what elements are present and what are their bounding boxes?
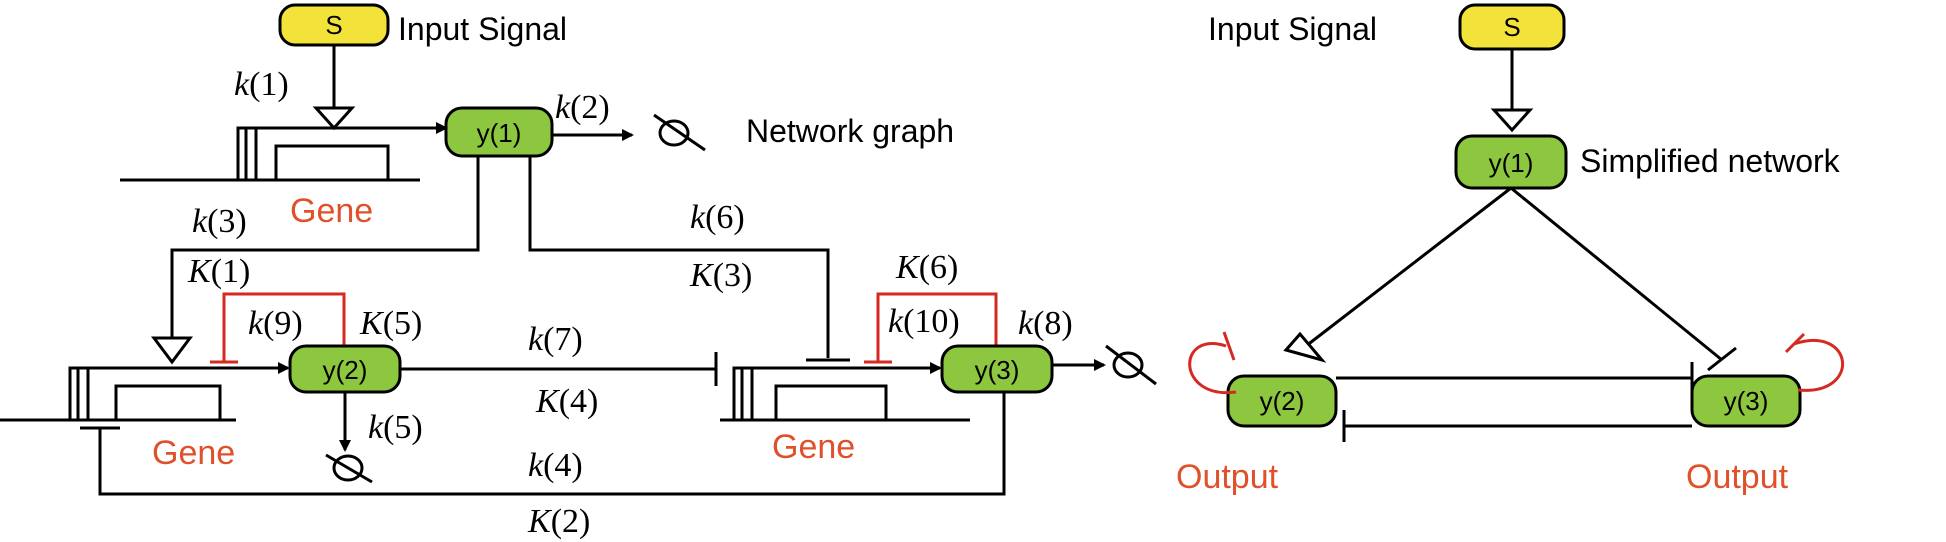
param-K4: K(4) [535, 383, 598, 420]
degradation-icon [1105, 344, 1157, 386]
param-K3: K(3) [689, 257, 752, 294]
self-repression-y3 [876, 292, 998, 362]
param-K5: K(5) [359, 305, 422, 342]
node-y2-label: y(2) [323, 355, 368, 385]
output-label-y2: Output [1176, 458, 1279, 496]
node-y3: y(3) [940, 344, 1054, 394]
input-signal-node-right: S [1458, 3, 1566, 51]
degradation-icon [325, 453, 373, 484]
output-label-y3: Output [1686, 458, 1789, 496]
input-signal-caption: Input Signal [398, 11, 567, 47]
edge-y1-to-gene3 [528, 156, 830, 358]
node-y2: y(2) [288, 344, 402, 394]
param-k4: k(4) [528, 447, 583, 484]
param-k8: k(8) [1018, 305, 1073, 342]
node-y3-right: y(3) [1690, 374, 1802, 428]
self-repression-loop-y3 [1793, 339, 1845, 392]
right-panel: Input Signal S y(1) Simplified network y… [1176, 3, 1845, 496]
param-K2: K(2) [527, 503, 590, 540]
node-y2-right-label: y(2) [1260, 386, 1305, 416]
self-repression-y2 [222, 292, 346, 362]
param-K1: K(1) [187, 253, 250, 290]
param-k5: k(5) [368, 409, 423, 446]
network-graph-caption: Network graph [746, 113, 954, 149]
param-k9: k(9) [248, 305, 303, 342]
gene-3 [720, 362, 970, 422]
input-signal-caption-right: Input Signal [1208, 11, 1377, 47]
edge-y1-to-gene2 [170, 156, 480, 338]
param-k1: k(1) [234, 66, 289, 103]
left-panel: S Input Signal k(1) Gene y(1) k(2) [0, 3, 1157, 540]
input-signal-node: S [278, 3, 390, 47]
degradation-icon [653, 113, 706, 152]
activation-arrowhead [312, 106, 356, 131]
gene-label-3: Gene [772, 428, 855, 466]
node-y2-right: y(2) [1226, 374, 1338, 428]
edge-y1-activates-y2 [1305, 186, 1512, 348]
param-k10: k(10) [888, 303, 960, 340]
param-K6: K(6) [895, 249, 958, 286]
input-node-label: S [325, 10, 342, 40]
gene-label-2: Gene [152, 434, 235, 472]
node-y3-label: y(3) [975, 355, 1020, 385]
gene-label-1: Gene [290, 192, 373, 230]
param-k3: k(3) [192, 203, 247, 240]
param-k6: k(6) [690, 199, 745, 236]
node-y1-right: y(1) [1454, 134, 1568, 190]
edge-y1-represses-y3 [1510, 186, 1723, 362]
gene-2 [0, 362, 290, 422]
node-y1-right-label: y(1) [1489, 148, 1534, 178]
gene-1 [120, 122, 448, 182]
self-repression-loop-y2 [1188, 342, 1237, 395]
param-k2: k(2) [555, 89, 610, 126]
node-y1-label: y(1) [477, 118, 522, 148]
simplified-network-caption: Simplified network [1580, 143, 1841, 179]
node-y1: y(1) [444, 106, 554, 158]
input-node-label-right: S [1503, 12, 1520, 42]
param-k7: k(7) [528, 321, 583, 358]
node-y3-right-label: y(3) [1724, 386, 1769, 416]
edge-y3-represses-gene2 [98, 392, 1006, 496]
